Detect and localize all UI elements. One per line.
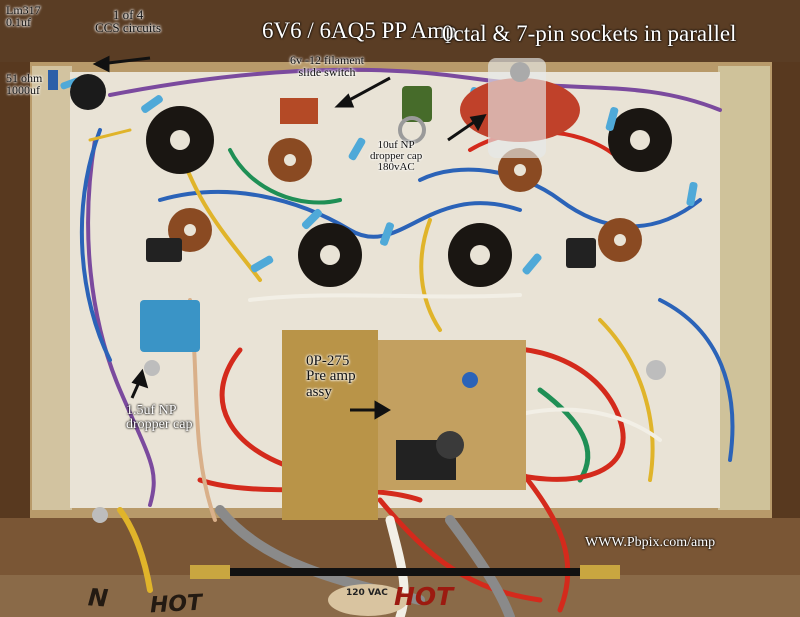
seven-pin-socket <box>498 148 542 192</box>
left-wall <box>32 66 72 510</box>
octal-socket <box>608 108 672 172</box>
green-wire <box>537 387 591 483</box>
handwriting-patch <box>328 584 408 616</box>
yellow-wire <box>598 318 655 482</box>
arrowhead <box>92 55 110 73</box>
board-cap <box>436 431 464 459</box>
filament-line-2: slide switch <box>298 65 356 80</box>
ccs-line-1: 1 of 4 <box>112 7 144 22</box>
preamp-label: 0P-275 Pre amp assy <box>306 353 356 400</box>
purple-wire <box>86 138 156 507</box>
yellow-wire <box>117 507 153 593</box>
arrowhead <box>131 368 149 389</box>
mount-lug <box>646 360 666 380</box>
photo-subtitle: 0ctal & 7-pin sockets in parallel <box>442 21 737 46</box>
green-wire <box>228 148 342 205</box>
dropper-10uf-label: 10uf NP dropper cap 180vAC <box>370 139 423 174</box>
resistor <box>250 255 274 273</box>
electrolytic-cap <box>146 238 182 262</box>
arrowhead <box>469 114 487 132</box>
photo-title: 6V6 / 6AQ5 PP Amp <box>262 18 457 43</box>
mount-lug <box>144 360 160 376</box>
dropper-15uf-line-2: dropper cap <box>126 417 193 433</box>
preamp-line-2: Pre amp <box>306 368 356 385</box>
lm317-label: Lm317 0.1uf <box>6 3 41 30</box>
dropper-10uf-line-2: dropper cap <box>370 150 423 163</box>
left-rim <box>0 62 30 518</box>
resistor <box>686 181 698 207</box>
resistor <box>141 95 163 113</box>
cap-strap <box>488 58 546 158</box>
mount-lug <box>92 507 108 523</box>
resistor <box>522 253 542 275</box>
resistor <box>348 137 366 161</box>
handwritten-voltage: 120 VAC <box>346 588 388 598</box>
lm317-heatsink <box>70 74 106 110</box>
dropper-10uf-line-1: 10uf NP <box>377 139 415 151</box>
slide-switch <box>280 98 318 124</box>
blue-wire <box>658 298 735 462</box>
brass-nut <box>190 565 230 579</box>
red-wire <box>517 467 571 613</box>
ground-lug <box>398 116 426 144</box>
dropper-15uf-line-1: 1.5uf NP <box>126 403 177 418</box>
yellow-wire <box>419 218 442 332</box>
purple-wire <box>108 67 722 112</box>
mounting-rod <box>190 568 590 576</box>
small-cap <box>48 70 58 90</box>
seven-pin-socket <box>598 218 642 262</box>
arrowhead <box>374 400 391 420</box>
handwritten-hot-red: HOT <box>394 582 454 611</box>
blue-wire <box>418 167 702 229</box>
top-rim <box>0 0 800 62</box>
handwritten-neutral: N <box>87 583 110 613</box>
green-cap <box>402 86 432 122</box>
resistors <box>60 77 698 275</box>
white-wire <box>248 293 522 302</box>
filament-switch-label: 6v -12 filament slide switch <box>290 53 364 80</box>
ccs-line-2: CCS circuits <box>95 20 162 36</box>
octal-socket <box>448 223 512 287</box>
brass-nut <box>580 565 620 579</box>
arrowhead <box>334 93 355 108</box>
resistor <box>605 107 619 131</box>
dropper-15uf-label: 1.5uf NP dropper cap <box>126 403 193 433</box>
resistor-line: 51 ohm <box>6 71 43 85</box>
red-wire <box>219 347 303 473</box>
strap-screw <box>510 62 530 82</box>
preamp-line-3: assy <box>306 383 332 400</box>
octal-socket <box>146 106 214 174</box>
preamp-line-1: 0P-275 <box>306 353 350 369</box>
dropper-10uf-line-3: 180vAC <box>377 161 415 174</box>
blue-wire <box>158 189 522 239</box>
right-wall <box>718 66 770 510</box>
resistor-cap-label: 51 ohm 1000uf <box>6 71 43 98</box>
octal-socket <box>298 223 362 287</box>
capacitor-line: 1000uf <box>6 83 40 98</box>
annotation-arrows <box>92 55 487 420</box>
lm317-line: Lm317 <box>6 3 41 17</box>
blue-wire <box>79 128 112 362</box>
resistor <box>301 208 323 230</box>
blue-dropper-cap <box>140 300 200 352</box>
electrolytic-cap <box>566 238 596 268</box>
resistor <box>379 222 395 246</box>
brass-shield <box>282 330 378 520</box>
tube-sockets <box>146 106 672 287</box>
filament-line-1: 6v -12 filament <box>290 53 364 67</box>
ccs-label: 1 of 4 CCS circuits <box>95 8 161 35</box>
right-rim <box>772 62 800 518</box>
handwritten-hot: HOT <box>149 590 203 617</box>
website-url: WWW.Pbpix.com/amp <box>585 535 716 550</box>
board-cap <box>462 372 478 388</box>
yellow-wire <box>88 128 132 142</box>
seven-pin-socket <box>268 138 312 182</box>
lm317-cap-line: 0.1uf <box>6 15 31 30</box>
